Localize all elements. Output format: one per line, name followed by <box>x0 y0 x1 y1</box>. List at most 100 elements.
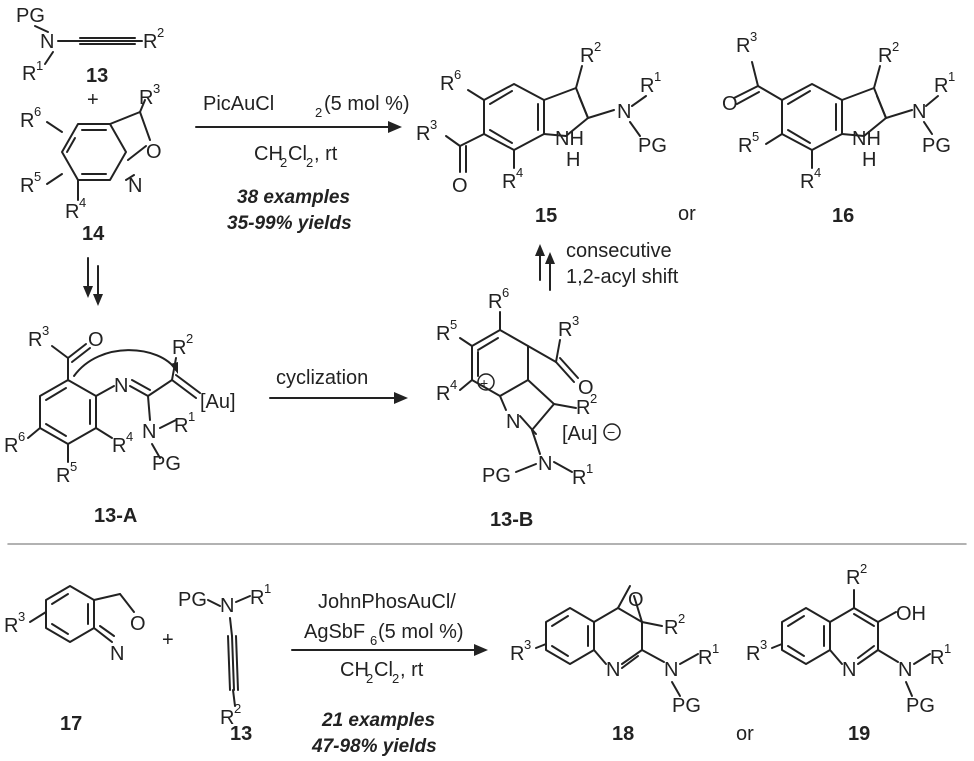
svg-text:N: N <box>128 175 142 197</box>
svg-text:PG: PG <box>922 135 951 157</box>
svg-text:N: N <box>506 411 520 433</box>
svg-text:5: 5 <box>752 129 759 144</box>
svg-text:(5 mol %): (5 mol %) <box>324 93 410 115</box>
svg-text:5: 5 <box>70 459 77 474</box>
svg-text:1,2-acyl shift: 1,2-acyl shift <box>566 266 679 288</box>
svg-text:5: 5 <box>450 317 457 332</box>
svg-text:, rt: , rt <box>314 143 338 165</box>
compound-15-label: 15 <box>535 205 557 227</box>
svg-text:N: N <box>142 421 156 443</box>
svg-text:R: R <box>112 435 126 457</box>
svg-text:+: + <box>87 89 99 111</box>
reaction-arrow-top: PicAuCl 2 (5 mol %) CH 2 Cl 2 , rt 38 ex… <box>195 93 410 234</box>
svg-text:R: R <box>4 435 18 457</box>
svg-text:+: + <box>480 375 488 391</box>
svg-text:R: R <box>4 615 18 637</box>
svg-text:Cl: Cl <box>288 143 307 165</box>
or-text-bottom: or <box>736 723 754 745</box>
svg-text:R: R <box>416 123 430 145</box>
ynamide-13-structure: PG N R 1 R 2 13 + <box>16 5 164 111</box>
compound-18-label: 18 <box>612 723 634 745</box>
svg-text:R: R <box>56 465 70 487</box>
ynamide-13-vertical-structure: PG N R 1 R 2 13 <box>178 581 271 745</box>
svg-text:N: N <box>912 101 926 123</box>
svg-text:4: 4 <box>516 165 523 180</box>
svg-text:3: 3 <box>760 637 767 652</box>
intermediate-13B-label: 13-B <box>490 509 533 531</box>
svg-text:R: R <box>174 415 188 437</box>
plus-bottom: + <box>162 629 174 651</box>
yield-range-top: 35-99% yields <box>227 213 352 234</box>
svg-text:CH: CH <box>254 143 283 165</box>
svg-text:R: R <box>28 329 42 351</box>
svg-text:1: 1 <box>586 461 593 476</box>
svg-text:R: R <box>440 73 454 95</box>
svg-text:[Au]: [Au] <box>200 391 236 413</box>
svg-text:R: R <box>698 647 712 669</box>
svg-text:R: R <box>934 75 948 97</box>
anthranil-14-structure: O N R 3 R 6 R 5 R 4 14 <box>20 81 162 245</box>
svg-text:AgSbF: AgSbF <box>304 621 365 643</box>
svg-text:2: 2 <box>594 39 601 54</box>
examples-count-top: 38 examples <box>237 187 350 208</box>
svg-text:O: O <box>146 141 162 163</box>
svg-text:−: − <box>607 424 615 440</box>
svg-text:O: O <box>722 93 738 115</box>
svg-text:PG: PG <box>906 695 935 717</box>
svg-text:O: O <box>88 329 104 351</box>
svg-text:3: 3 <box>572 313 579 328</box>
svg-text:consecutive: consecutive <box>566 240 672 262</box>
svg-text:6: 6 <box>370 633 377 648</box>
svg-text:(5 mol %): (5 mol %) <box>378 621 464 643</box>
svg-text:OH: OH <box>896 603 926 625</box>
compound-17-label: 17 <box>60 713 82 735</box>
two-step-arrow <box>83 257 103 306</box>
svg-text:R: R <box>558 319 572 341</box>
svg-text:1: 1 <box>188 409 195 424</box>
svg-text:N: N <box>40 31 54 53</box>
svg-text:3: 3 <box>750 29 757 44</box>
svg-text:NH: NH <box>555 128 584 150</box>
svg-text:R: R <box>172 337 186 359</box>
svg-text:2: 2 <box>392 671 399 686</box>
compound-13-bottom-label: 13 <box>230 723 252 745</box>
or-text-top: or <box>678 203 696 225</box>
svg-text:N: N <box>110 643 124 665</box>
svg-text:PG: PG <box>152 453 181 475</box>
svg-text:4: 4 <box>126 429 133 444</box>
svg-text:3: 3 <box>42 323 49 338</box>
svg-text:2: 2 <box>157 25 164 40</box>
svg-text:N: N <box>842 659 856 681</box>
svg-text:6: 6 <box>34 104 41 119</box>
svg-text:R: R <box>139 87 153 109</box>
svg-text:O: O <box>628 589 644 611</box>
svg-text:NH: NH <box>852 128 881 150</box>
yield-range-bottom: 47-98% yields <box>311 736 437 757</box>
intermediate-13A-label: 13-A <box>94 505 137 527</box>
svg-text:N: N <box>664 659 678 681</box>
svg-text:R: R <box>738 135 752 157</box>
svg-text:4: 4 <box>450 377 457 392</box>
svg-text:R: R <box>576 397 590 419</box>
svg-text:PicAuCl: PicAuCl <box>203 93 274 115</box>
svg-text:PG: PG <box>638 135 667 157</box>
svg-text:N: N <box>220 595 234 617</box>
svg-text:2: 2 <box>590 391 597 406</box>
svg-text:R: R <box>220 707 234 729</box>
svg-text:3: 3 <box>524 637 531 652</box>
svg-text:1: 1 <box>944 641 951 656</box>
svg-text:PG: PG <box>482 465 511 487</box>
svg-text:R: R <box>436 323 450 345</box>
svg-text:1: 1 <box>654 69 661 84</box>
svg-text:2: 2 <box>366 671 373 686</box>
svg-text:2: 2 <box>234 701 241 716</box>
svg-text:3: 3 <box>430 117 437 132</box>
svg-text:1: 1 <box>264 581 271 596</box>
svg-text:R: R <box>746 643 760 665</box>
svg-text:R: R <box>20 110 34 132</box>
svg-text:2: 2 <box>892 39 899 54</box>
